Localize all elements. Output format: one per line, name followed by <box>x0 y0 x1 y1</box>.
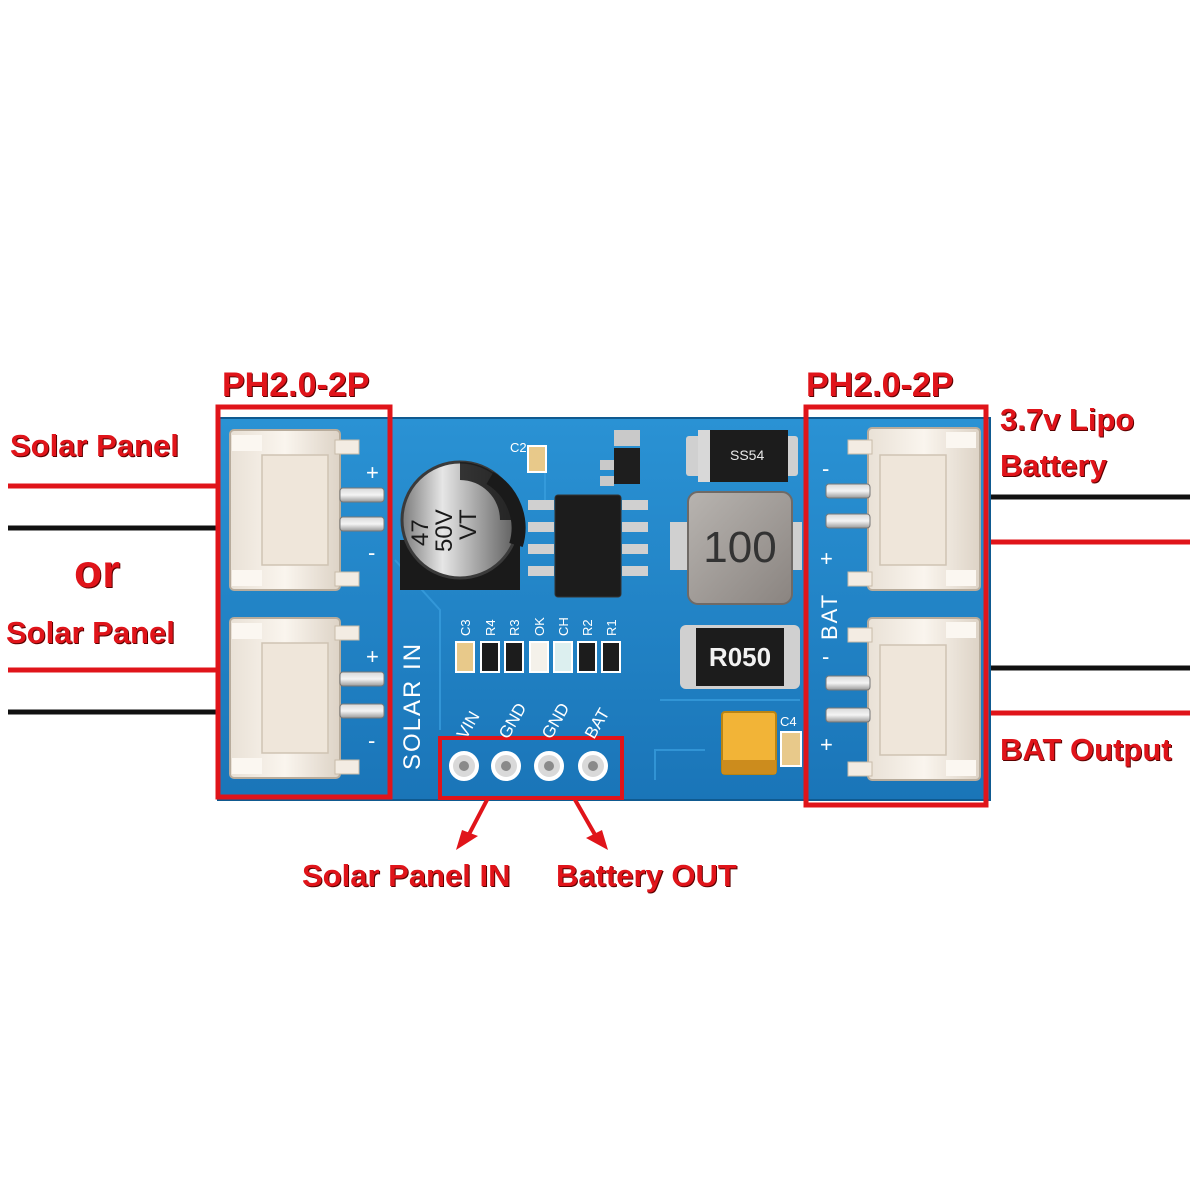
left-wires <box>8 483 225 715</box>
resistor-label-r1: R1 <box>604 619 619 636</box>
cap-voltage-label: 50V <box>431 509 458 552</box>
silkscreen-bat: BAT <box>817 593 842 640</box>
solar-panel-top-label: Solar Panel <box>10 428 179 463</box>
schottky-diode <box>686 430 798 482</box>
shunt-resistor <box>680 625 800 689</box>
solar-panel-in-label: Solar Panel IN <box>302 858 511 893</box>
left-plus-top: + <box>366 460 379 485</box>
smd-row <box>455 641 621 673</box>
right-minus-top: - <box>822 456 829 481</box>
tantalum-capacitor <box>721 711 802 775</box>
c4-label: C4 <box>780 714 797 729</box>
shunt-marking: R050 <box>709 642 771 672</box>
right-minus-bottom: - <box>822 644 829 669</box>
arrow-battery-out <box>572 797 608 850</box>
resistor-label-ok: OK <box>532 617 547 636</box>
pin-header-highlight-box <box>438 736 624 800</box>
arrow-solar-in <box>456 797 490 850</box>
left-connector-type-label: PH2.0-2P <box>222 366 370 404</box>
bat-output-label: BAT Output <box>1000 732 1172 767</box>
solar-panel-bottom-label: Solar Panel <box>6 615 175 650</box>
silkscreen-solar-in: SOLAR IN <box>399 642 426 770</box>
right-connector-type-label: PH2.0-2P <box>806 366 954 404</box>
electrolytic-capacitor <box>400 460 526 590</box>
resistor-label-r4: R4 <box>483 619 498 636</box>
header-pins <box>449 751 608 781</box>
diode-marking: SS54 <box>730 447 764 463</box>
resistor-label-r2: R2 <box>580 619 595 636</box>
cap-value-label: 47 <box>407 519 434 546</box>
left-connector-top <box>229 429 385 591</box>
right-plus-bottom: + <box>820 732 833 757</box>
cap-code-label: VT <box>455 509 482 540</box>
left-connector-highlight-box <box>215 404 393 800</box>
resistor-label-r3: R3 <box>507 619 522 636</box>
right-wires <box>985 494 1190 716</box>
left-minus-top: - <box>368 540 375 565</box>
battery-out-label: Battery OUT <box>556 858 737 893</box>
left-minus-bottom: - <box>368 728 375 753</box>
inductor-marking: 100 <box>703 523 776 572</box>
main-ic <box>528 494 648 598</box>
or-label: or <box>74 545 120 597</box>
resistor-label-ch: CH <box>556 617 571 636</box>
capacitor-c2-body <box>527 445 547 473</box>
power-inductor <box>670 491 802 605</box>
battery-label-line2: Battery <box>1000 448 1107 483</box>
right-plus-top: + <box>820 546 833 571</box>
right-connector-bottom <box>825 617 981 781</box>
left-plus-bottom: + <box>366 644 379 669</box>
right-connector-highlight-box <box>803 404 989 808</box>
c3-label: C3 <box>458 619 473 636</box>
c2-label: C2 <box>510 440 527 455</box>
battery-label-line1: 3.7v Lipo <box>1000 402 1135 437</box>
sot-transistor <box>600 430 640 486</box>
right-connector-top <box>825 427 981 591</box>
left-connector-bottom <box>229 617 385 779</box>
